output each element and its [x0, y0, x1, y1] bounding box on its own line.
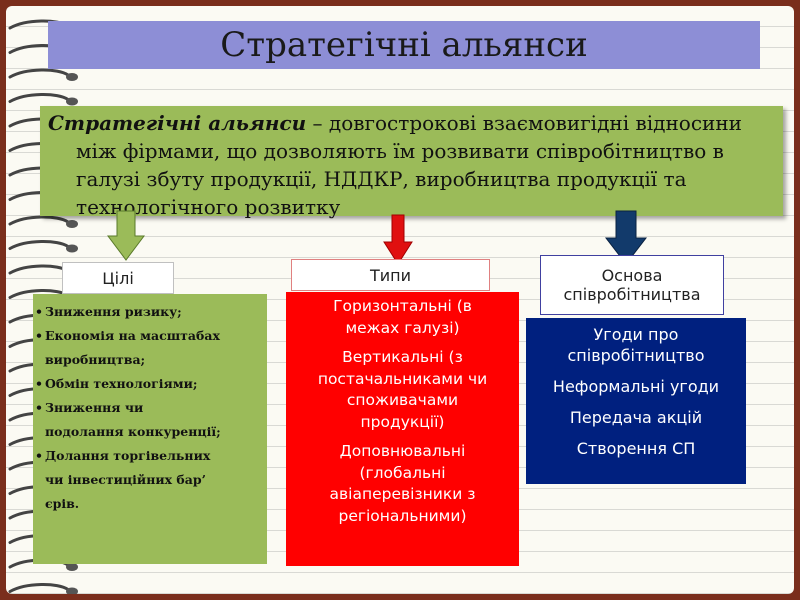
definition-box	[40, 106, 783, 216]
spiral-binding-ring-icon	[8, 240, 70, 250]
arrow-down-basis-icon	[604, 210, 648, 265]
goals-list: Зниження ризику; Економія на масштабахви…	[35, 300, 221, 516]
types-header: Типи	[291, 259, 490, 291]
spiral-binding-ring-icon	[8, 68, 70, 79]
arrow-down-types-icon	[383, 214, 413, 265]
basis-header-line-2: співробітництва	[563, 285, 701, 304]
definition-line-2: між фірмами, що дозволяють їм розвивати …	[76, 139, 724, 163]
binding-hole-icon	[66, 97, 78, 106]
basis-panel: Угоди про співробітництво Неформальні уг…	[526, 318, 746, 484]
binding-hole-icon	[66, 563, 78, 571]
goals-panel: Зниження ризику; Економія на масштабахви…	[33, 294, 267, 564]
slide: Стратегічні альянси Стратегічні альянси …	[6, 6, 794, 594]
binding-hole-icon	[66, 587, 78, 594]
definition-line-1-rest: – довгострокові взаємовигідні відносини	[306, 111, 743, 135]
spiral-binding-ring-icon	[8, 215, 70, 226]
type-horizontal: Горизонтальні (в межах галузі)	[333, 297, 472, 337]
definition-text: Стратегічні альянси – довгострокові взає…	[6, 106, 786, 228]
title-bar: Стратегічні альянси	[48, 21, 760, 69]
spiral-binding-ring-icon	[8, 264, 70, 275]
basis-shares: Передача акцій	[569, 408, 703, 427]
types-list: Горизонтальні (в межах галузі) Вертикаль…	[286, 292, 519, 535]
arrow-down-goals-icon	[107, 210, 145, 261]
type-vertical: Вертикальні (з постачальниками чи спожив…	[317, 348, 488, 431]
definition-line-1: Стратегічні альянси – довгострокові взає…	[48, 109, 742, 137]
spiral-binding-ring-icon	[8, 583, 70, 593]
types-panel: Горизонтальні (в межах галузі) Вертикаль…	[286, 292, 519, 566]
type-complementary: Доповнювальні (глобальні авіаперевізники…	[329, 442, 476, 525]
basis-list: Угоди про співробітництво Неформальні уг…	[526, 318, 746, 469]
spiral-binding-ring-icon	[8, 93, 70, 103]
types-header-label: Типи	[369, 265, 412, 285]
goals-header: Цілі	[62, 262, 174, 294]
binding-hole-icon	[66, 73, 78, 81]
basis-jv: Створення СП	[576, 439, 696, 458]
basis-header-line-1: Основа	[601, 266, 663, 285]
definition-line-3: галузі збуту продукції, НДДКР, виробницт…	[76, 167, 687, 191]
slide-title: Стратегічні альянси	[220, 25, 588, 65]
goals-header-label: Цілі	[102, 268, 134, 288]
binding-hole-icon	[66, 220, 78, 228]
basis-agreements: Угоди про співробітництво	[567, 325, 705, 365]
basis-header: Основа співробітництва	[540, 255, 724, 315]
goal-item: Зниження ризику;	[35, 300, 221, 324]
binding-hole-icon	[66, 244, 78, 253]
goal-item: Обмін технологіями;	[35, 372, 221, 396]
basis-informal: Неформальні угоди	[552, 377, 720, 396]
definition-term: Стратегічні альянси	[48, 111, 307, 135]
